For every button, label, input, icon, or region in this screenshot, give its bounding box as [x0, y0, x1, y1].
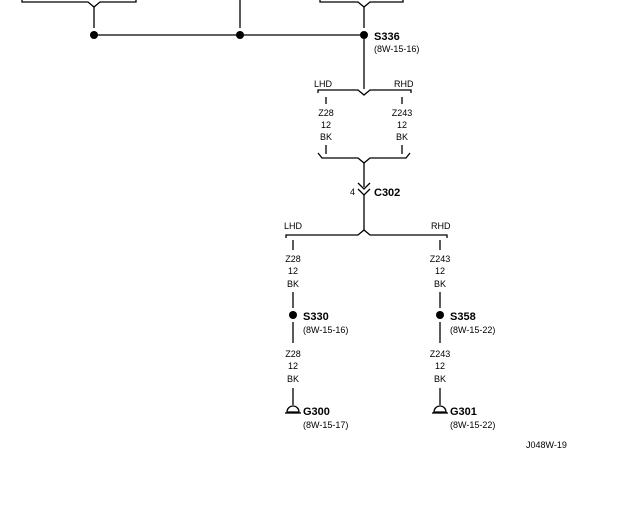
upper-merge-bracket [317, 152, 411, 164]
splice-s336-ref: (8W-15-16) [374, 44, 419, 54]
left-wire-a-id: Z28 [285, 254, 301, 264]
right-wire-b-gauge: 12 [435, 361, 445, 371]
right-wire-a-id: Z243 [430, 254, 451, 264]
upper-right-wire-color: BK [396, 132, 408, 142]
lower-rhd-label: RHD [431, 221, 451, 231]
ground-g301-ref: (8W-15-22) [450, 420, 495, 430]
top-right-bracket [319, 0, 404, 28]
splice-s358-label: S358 [450, 311, 476, 323]
upper-left-wire-gauge: 12 [321, 120, 331, 130]
splice-dot-left [90, 31, 98, 39]
lower-lhd-label: LHD [284, 221, 303, 231]
ground-g301-icon [432, 405, 448, 414]
right-wire-b-color: BK [434, 374, 446, 384]
upper-lhd-label: LHD [314, 79, 333, 89]
splice-s336-label: S336 [374, 31, 400, 43]
splice-s330-ref: (8W-15-16) [303, 325, 348, 335]
right-wire-a-gauge: 12 [435, 266, 445, 276]
upper-right-wire-gauge: 12 [397, 120, 407, 130]
splice-dot-middle [236, 31, 244, 39]
right-wire-a-color: BK [434, 279, 446, 289]
connector-pin-number: 4 [350, 187, 355, 197]
upper-left-wire-id: Z28 [318, 108, 334, 118]
right-wire-b-id: Z243 [430, 349, 451, 359]
splice-dot-s336 [360, 31, 368, 39]
ground-g300-label: G300 [303, 406, 330, 418]
upper-rhd-label: RHD [394, 79, 414, 89]
connector-c302-label: C302 [374, 187, 400, 199]
splice-s358-dot [436, 311, 444, 319]
splice-s330-dot [289, 311, 297, 319]
ground-g300-icon [285, 405, 301, 414]
left-wire-b-color: BK [287, 374, 299, 384]
splice-s358-ref: (8W-15-22) [450, 325, 495, 335]
top-left-bracket [21, 0, 137, 28]
left-wire-a-color: BK [287, 279, 299, 289]
left-wire-b-gauge: 12 [288, 361, 298, 371]
figure-id: J048W-19 [526, 440, 567, 450]
upper-branch-bracket [317, 89, 412, 96]
ground-g300-ref: (8W-15-17) [303, 420, 348, 430]
splice-s330-label: S330 [303, 311, 329, 323]
upper-left-wire-color: BK [320, 132, 332, 142]
ground-g301-label: G301 [450, 406, 477, 418]
upper-right-wire-id: Z243 [392, 108, 413, 118]
left-wire-a-gauge: 12 [288, 266, 298, 276]
left-wire-b-id: Z28 [285, 349, 301, 359]
lower-branch-bracket [285, 229, 448, 238]
